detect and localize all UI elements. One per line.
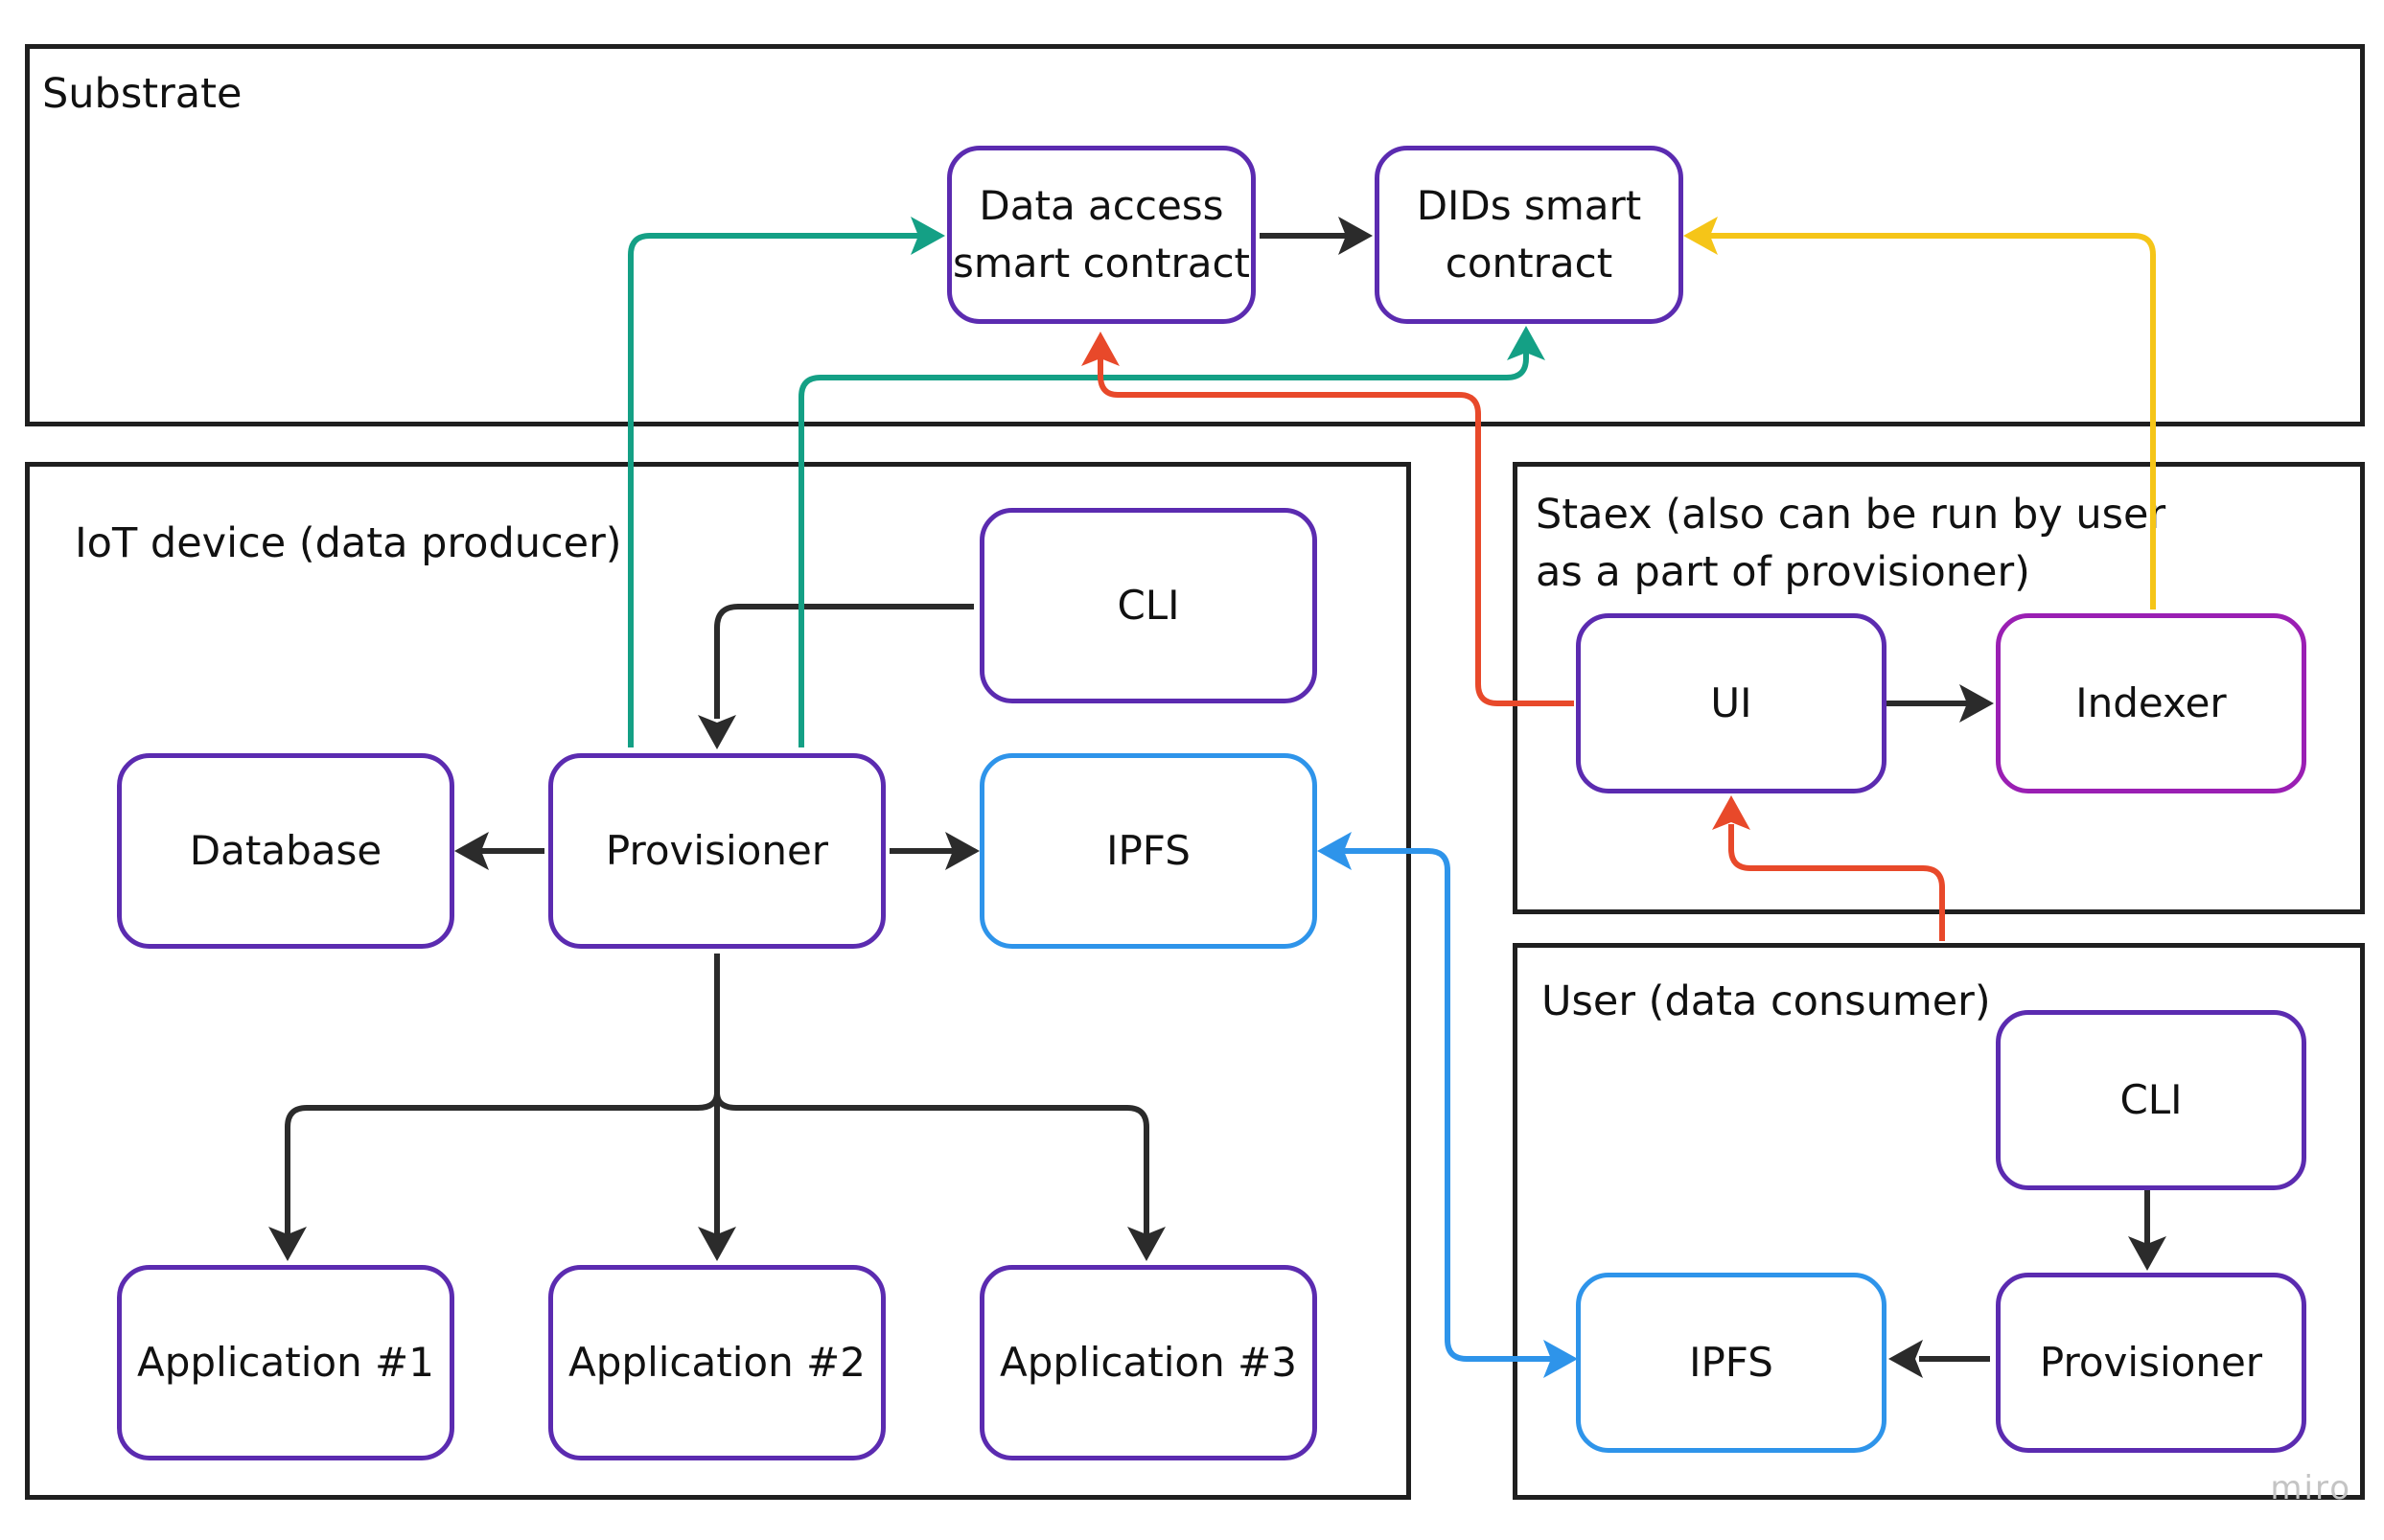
arrowhead-app2 bbox=[698, 1227, 736, 1261]
arrow-indexer-to-dids bbox=[1708, 233, 2156, 609]
arrowhead-datacontract-green bbox=[911, 217, 945, 255]
arrowhead-user-ipfs-blue bbox=[1543, 1340, 1578, 1378]
staex-ui-node: UI bbox=[1576, 613, 1886, 793]
arrowhead-datacontract-red bbox=[1081, 332, 1120, 366]
indexer-node: Indexer bbox=[1996, 613, 2306, 793]
iot-device-label: IoT device (data producer) bbox=[75, 519, 622, 567]
application-1-node: Application #1 bbox=[117, 1265, 454, 1460]
arrowhead-app3 bbox=[1127, 1227, 1166, 1261]
dids-contract-node: DIDs smart contract bbox=[1375, 146, 1683, 324]
arrowhead-dids-yellow bbox=[1683, 217, 1718, 255]
arrowhead-ui-red bbox=[1712, 795, 1750, 830]
application-2-node: Application #2 bbox=[548, 1265, 886, 1460]
substrate-label: Substrate bbox=[42, 70, 243, 118]
user-label: User (data consumer) bbox=[1541, 977, 1991, 1025]
arrowhead-provisioner bbox=[698, 715, 736, 749]
arrowhead-dids bbox=[1338, 217, 1373, 255]
arrowhead-indexer bbox=[1959, 684, 1994, 723]
iot-provisioner-node: Provisioner bbox=[548, 753, 886, 949]
arrow-user-to-ui bbox=[1728, 824, 1945, 941]
arrowhead-database bbox=[454, 832, 489, 870]
database-node: Database bbox=[117, 753, 454, 949]
arrow-provisioner-to-dids bbox=[799, 349, 1529, 747]
iot-ipfs-node: IPFS bbox=[980, 753, 1317, 949]
arrow-provisioner-to-applications bbox=[285, 954, 1149, 1246]
arrow-ipfs-to-ipfs bbox=[1342, 848, 1553, 1362]
user-provisioner-node: Provisioner bbox=[1996, 1273, 2306, 1453]
arrowhead-app1 bbox=[268, 1227, 307, 1261]
arrow-provisioner-to-datacontract bbox=[628, 233, 920, 747]
staex-label: Staex (also can be run by user as a part… bbox=[1536, 491, 2166, 596]
arrowhead-ipfs bbox=[945, 832, 980, 870]
arrow-cli-to-provisioner bbox=[714, 604, 974, 719]
user-region bbox=[1513, 943, 2365, 1500]
data-access-contract-node: Data access smart contract bbox=[947, 146, 1256, 324]
application-3-node: Application #3 bbox=[980, 1265, 1317, 1460]
arrowhead-iot-ipfs-blue bbox=[1317, 832, 1352, 870]
staex-region bbox=[1513, 462, 2365, 914]
arrowhead-dids-green bbox=[1507, 326, 1545, 360]
arrow-ui-to-datacontract bbox=[1098, 358, 1574, 706]
iot-cli-node: CLI bbox=[980, 508, 1317, 703]
arrowhead-user-provisioner bbox=[2128, 1236, 2166, 1271]
user-ipfs-node: IPFS bbox=[1576, 1273, 1886, 1453]
arrowhead-user-ipfs bbox=[1888, 1340, 1923, 1378]
user-cli-node: CLI bbox=[1996, 1010, 2306, 1190]
miro-watermark: miro bbox=[2270, 1469, 2351, 1507]
iot-device-region bbox=[25, 462, 1411, 1500]
substrate-region bbox=[25, 44, 2365, 426]
